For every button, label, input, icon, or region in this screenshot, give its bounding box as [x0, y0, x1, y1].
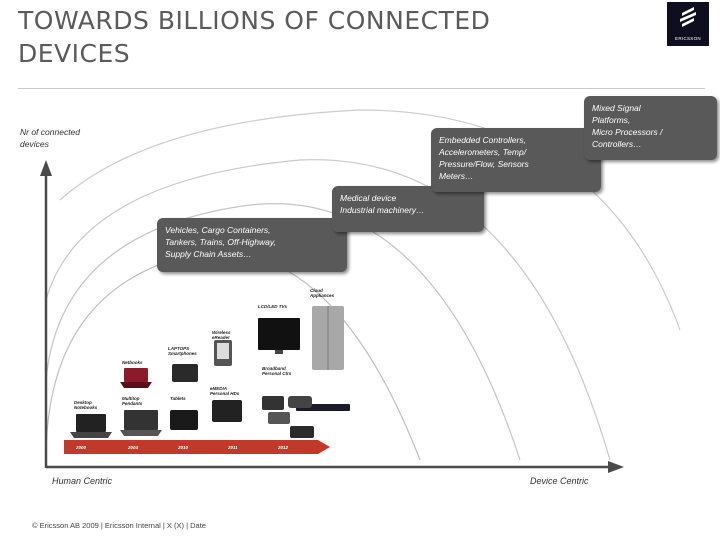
title-line-1: TOWARDS BILLIONS OF CONNECTED — [18, 6, 491, 35]
device-lcd-tv — [258, 318, 300, 354]
x-axis-left-label: Human Centric — [52, 476, 113, 486]
arc-2 — [45, 203, 521, 461]
device-label-cloud: Cloud Appliances — [310, 288, 335, 298]
category-box-mixed-signal: Mixed Signal Platforms, Micro Processors… — [584, 96, 717, 160]
device-label-tablets: Tablets — [170, 396, 186, 401]
device-smartphone — [172, 364, 198, 382]
y-axis-label: Nr of connected devices — [20, 127, 81, 149]
x-axis-arrow-icon — [608, 461, 624, 473]
ericsson-logo: ERICSSON — [667, 2, 709, 46]
device-multitop — [120, 410, 162, 436]
category-box-embedded: Embedded Controllers, Accelerometers, Te… — [431, 128, 601, 192]
slide-title: TOWARDS BILLIONS OF CONNECTED DEVICES — [18, 4, 578, 70]
box-line: Controllers… — [592, 139, 642, 149]
timeline-year-2: 2004 — [128, 445, 139, 450]
box-line: Tankers, Trains, Off-Highway, — [165, 237, 276, 247]
box-line: Micro Processors / — [592, 127, 663, 137]
device-ereader — [214, 340, 232, 366]
arc-4 — [59, 109, 681, 331]
title-divider — [18, 88, 705, 89]
ericsson-mark-icon — [680, 7, 696, 27]
box-line: Medical device — [340, 193, 397, 203]
arc-3 — [45, 159, 611, 461]
category-box-medical: Medical device Industrial machinery… — [332, 186, 484, 232]
device-gps — [290, 426, 314, 438]
box-line: Embedded Controllers, — [439, 135, 526, 145]
timeline-year-4: 2011 — [228, 445, 238, 450]
timeline-year-5: 2012 — [278, 445, 289, 450]
device-desktop-notebook — [70, 414, 112, 438]
timeline-arrow — [64, 440, 330, 454]
device-label-netbook: Netbooks — [122, 360, 143, 365]
device-label-multitop: Multitop Pendants — [122, 396, 143, 406]
device-game-consoles — [262, 396, 312, 424]
box-line: Platforms, — [592, 115, 631, 125]
box-line: Pressure/Flow, Sensors — [439, 159, 529, 169]
box-line: Industrial machinery… — [340, 205, 425, 215]
device-personal-hd — [212, 400, 242, 422]
title-line-2: DEVICES — [18, 39, 131, 68]
box-line: Supply Chain Assets… — [165, 249, 252, 259]
y-axis-arrow-icon — [40, 160, 52, 176]
box-line: Mixed Signal — [592, 103, 641, 113]
device-label-desktop: Desktop Notebooks — [74, 400, 98, 410]
device-netbook-red — [120, 368, 152, 388]
device-label-smartphones: LAPTOPS Smartphones — [168, 346, 197, 356]
device-tablet — [170, 410, 198, 430]
box-line: Meters… — [439, 171, 474, 181]
device-label-hd: eMEDIA Personal HDs — [210, 386, 240, 396]
timeline-year-1: 2000 — [76, 445, 87, 450]
device-label-tv: LCD/LED TVs — [258, 304, 288, 309]
timeline-year-3: 2010 — [178, 445, 189, 450]
box-line: Vehicles, Cargo Containers, — [165, 225, 271, 235]
device-label-broadband: Broadband Personal Ctrs — [262, 366, 292, 376]
logo-wordmark: ERICSSON — [675, 36, 701, 41]
slide-footer: © Ericsson AB 2009 | Ericsson Internal |… — [32, 521, 206, 530]
category-box-vehicles: Vehicles, Cargo Containers, Tankers, Tra… — [157, 218, 347, 272]
box-line: Accelerometers, Temp/ — [439, 147, 527, 157]
device-label-ereader: Wireless eReader — [212, 330, 231, 340]
device-fridge — [312, 306, 344, 370]
x-axis-right-label: Device Centric — [530, 476, 589, 486]
